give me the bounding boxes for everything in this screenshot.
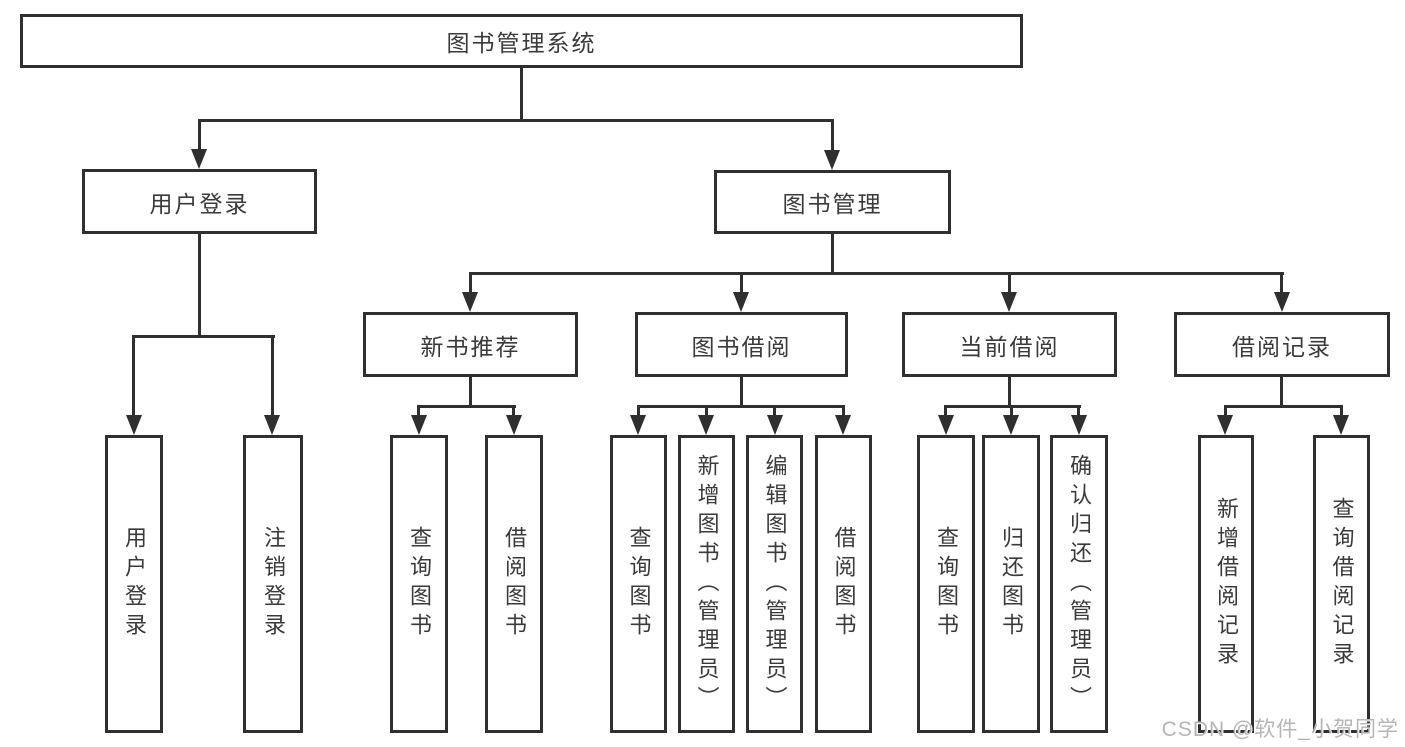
leaf-label: 编辑图书（管理员） xyxy=(762,453,788,715)
node-label: 图书借阅 xyxy=(691,333,792,360)
connector-to-borrow xyxy=(740,274,743,293)
node-new-book-recommendation: 新书推荐 xyxy=(363,312,578,377)
leaf-user-login: 用户登录 xyxy=(105,435,163,733)
connector-book-management-horizontal xyxy=(469,272,1284,275)
node-book-management: 图书管理 xyxy=(714,170,951,234)
leaf-query-books-current: 查询图书 xyxy=(917,435,975,733)
connector-to-leaf xyxy=(271,336,274,415)
leaf-label: 新增借阅记录 xyxy=(1214,497,1239,671)
connector-to-book-management xyxy=(831,120,834,151)
leaf-return-books: 归还图书 xyxy=(982,435,1040,733)
node-label: 用户登录 xyxy=(149,190,250,217)
node-label: 当前借阅 xyxy=(959,333,1060,360)
arrow-down-icon xyxy=(1333,415,1349,435)
node-book-borrowing: 图书借阅 xyxy=(635,312,848,377)
node-label: 图书管理系统 xyxy=(446,30,597,56)
arrow-down-icon xyxy=(411,415,427,435)
arrow-down-icon xyxy=(938,415,954,435)
node-current-borrowing: 当前借阅 xyxy=(902,312,1117,377)
connector-to-leaf xyxy=(705,406,708,415)
arrow-down-icon xyxy=(1001,292,1017,312)
connector-to-leaf xyxy=(1077,406,1080,415)
node-label: 新书推荐 xyxy=(420,333,521,360)
node-label: 借阅记录 xyxy=(1232,333,1332,360)
connector-recommend-horizontal xyxy=(417,405,516,408)
arrow-down-icon xyxy=(824,150,840,170)
leaf-query-borrow-record: 查询借阅记录 xyxy=(1313,435,1370,733)
arrow-down-icon xyxy=(1217,415,1233,435)
arrow-down-icon xyxy=(767,415,783,435)
arrow-down-icon xyxy=(191,149,207,169)
csdn-watermark: CSDN @软件_小贺同学 xyxy=(1161,718,1399,741)
arrow-down-icon xyxy=(264,415,280,435)
leaf-logout: 注销登录 xyxy=(243,435,303,733)
leaf-confirm-return-admin: 确认归还（管理员） xyxy=(1050,435,1108,733)
connector-to-leaf xyxy=(417,406,420,415)
arrow-down-icon xyxy=(1274,292,1290,312)
connector-to-leaf xyxy=(773,406,776,415)
arrow-down-icon xyxy=(835,415,851,435)
connector-user-login-horizontal xyxy=(132,335,275,338)
connector-current-stem xyxy=(1008,377,1011,408)
connector-borrow-stem xyxy=(740,377,743,408)
leaf-label: 查询图书 xyxy=(407,526,432,642)
connector-record-stem xyxy=(1280,377,1283,408)
leaf-label: 借阅图书 xyxy=(831,526,857,642)
connector-to-leaf xyxy=(637,406,640,415)
arrow-down-icon xyxy=(698,415,714,435)
leaf-label: 查询图书 xyxy=(626,526,652,642)
connector-to-recommend xyxy=(469,274,472,293)
leaf-query-books-borrow: 查询图书 xyxy=(610,435,667,733)
leaf-add-books-admin: 新增图书（管理员） xyxy=(678,435,735,733)
leaf-label: 确认归还（管理员） xyxy=(1067,453,1092,715)
arrow-down-icon xyxy=(733,292,749,312)
leaf-label: 新增图书（管理员） xyxy=(694,453,720,715)
arrow-down-icon xyxy=(462,292,478,312)
node-borrowing-records: 借阅记录 xyxy=(1174,312,1390,377)
arrow-down-icon xyxy=(126,415,142,435)
connector-record-horizontal xyxy=(1224,405,1343,408)
connector-root-stem xyxy=(520,68,523,120)
arrow-down-icon xyxy=(630,415,646,435)
connector-recommend-stem xyxy=(469,377,472,408)
leaf-borrow-books: 借阅图书 xyxy=(815,435,872,733)
node-label: 图书管理 xyxy=(782,191,883,217)
connector-to-leaf xyxy=(1224,406,1227,415)
connector-to-leaf xyxy=(842,406,845,415)
node-user-login: 用户登录 xyxy=(82,169,317,234)
connector-book-management-stem xyxy=(831,234,834,274)
arrow-down-icon xyxy=(1003,415,1019,435)
connector-to-current xyxy=(1008,274,1011,293)
connector-to-leaf xyxy=(512,406,515,415)
leaf-query-books-recommend: 查询图书 xyxy=(390,435,448,733)
leaf-add-borrow-record: 新增借阅记录 xyxy=(1198,435,1254,733)
connector-root-horizontal xyxy=(198,119,834,122)
connector-user-login-stem xyxy=(198,234,201,337)
leaf-label: 借阅图书 xyxy=(502,526,527,642)
connector-to-leaf xyxy=(1340,406,1343,415)
leaf-borrow-books-recommend: 借阅图书 xyxy=(485,435,543,733)
connector-to-leaf xyxy=(1010,406,1013,415)
node-library-management-system: 图书管理系统 xyxy=(20,14,1023,68)
connector-to-leaf xyxy=(132,336,135,415)
connector-borrow-horizontal xyxy=(637,405,845,408)
leaf-label: 查询图书 xyxy=(934,526,959,642)
arrow-down-icon xyxy=(1071,415,1087,435)
connector-to-user-login xyxy=(198,120,201,150)
leaf-edit-books-admin: 编辑图书（管理员） xyxy=(746,435,803,733)
leaf-label: 归还图书 xyxy=(999,526,1024,642)
leaf-label: 查询借阅记录 xyxy=(1329,497,1355,671)
leaf-label: 注销登录 xyxy=(261,526,286,642)
arrow-down-icon xyxy=(506,415,522,435)
connector-to-record xyxy=(1280,274,1283,293)
leaf-label: 用户登录 xyxy=(122,526,147,642)
connector-to-leaf xyxy=(944,406,947,415)
